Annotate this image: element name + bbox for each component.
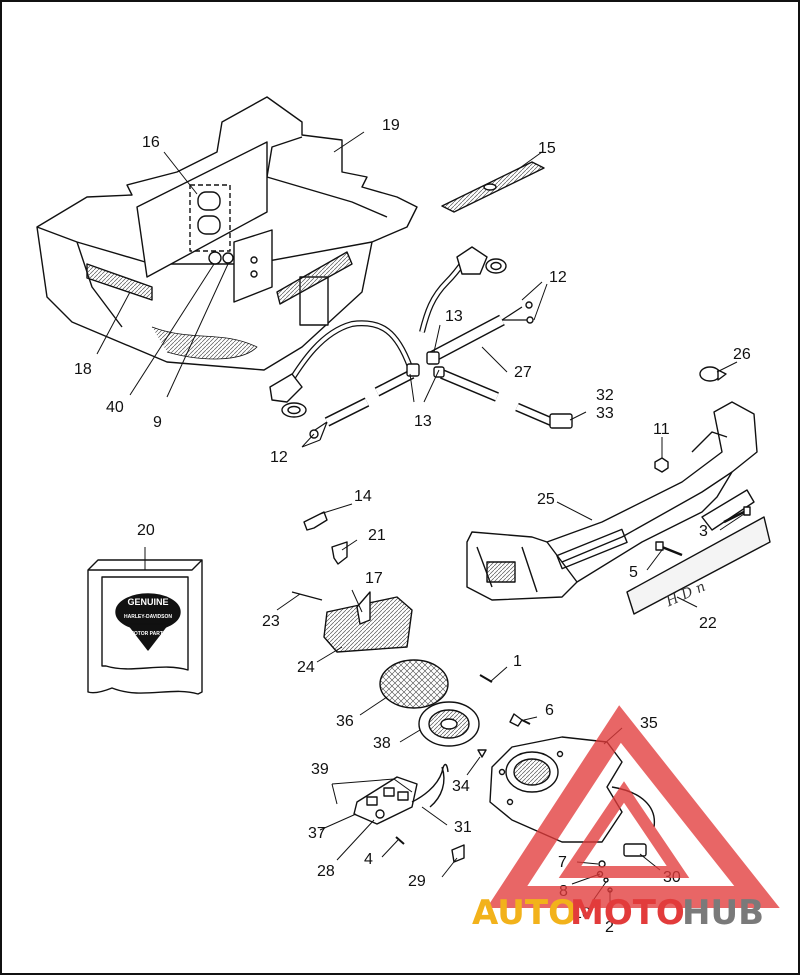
- clip-29-drawing: [451, 844, 465, 863]
- wiring-harness-drawing: [284, 255, 554, 441]
- callout-13b: 13: [414, 413, 432, 430]
- callout-2: 2: [605, 919, 614, 936]
- watermark-triangle-icon: [486, 705, 780, 908]
- pad-15-drawing: [441, 161, 545, 213]
- callout-10: 10: [573, 905, 591, 922]
- speaker-38-drawing: [418, 701, 480, 747]
- callout-35: 35: [640, 715, 658, 732]
- callout-16: 16: [142, 134, 160, 151]
- callout-18: 18: [74, 361, 92, 378]
- callout-34: 34: [452, 778, 470, 795]
- watermark-inner-triangle-icon: [558, 781, 690, 878]
- callout-28: 28: [317, 863, 335, 880]
- callout-23: 23: [262, 613, 280, 630]
- callout-38: 38: [373, 735, 391, 752]
- callout-37: 37: [308, 825, 326, 842]
- callout-26: 26: [733, 346, 751, 363]
- callout-12a: 12: [270, 449, 288, 466]
- callout-6: 6: [545, 702, 554, 719]
- genuine-arc-text: GENUINE: [127, 597, 168, 607]
- genuine-logo: GENUINE HARLEY-DAVIDSON MOTOR PARTS: [124, 597, 172, 637]
- callout-14: 14: [354, 488, 372, 505]
- callout-21: 21: [368, 527, 386, 544]
- watermark-hub: HUB: [682, 893, 764, 933]
- callout-24: 24: [297, 659, 315, 676]
- callout-27: 27: [514, 364, 532, 381]
- callout-17: 17: [365, 570, 383, 587]
- watermark-auto: AUTO: [472, 893, 577, 933]
- rivet-34-drawing: [477, 749, 487, 758]
- callout-20: 20: [137, 522, 155, 539]
- callout-32: 32: [596, 387, 614, 404]
- nut-11-drawing: [654, 457, 669, 473]
- license-plate-drawing: [626, 516, 771, 615]
- harness-fittings: [269, 246, 573, 439]
- callout-13a: 13: [445, 308, 463, 325]
- watermark-moto: MOTO: [570, 893, 685, 933]
- callout-36: 36: [336, 713, 354, 730]
- callout-9: 9: [153, 414, 162, 431]
- callout-7: 7: [558, 854, 567, 871]
- callout-1: 1: [513, 653, 522, 670]
- callout-4: 4: [364, 851, 373, 868]
- screw-4-drawing: [395, 836, 405, 845]
- clip-14-drawing: [303, 511, 328, 531]
- callout-29: 29: [408, 873, 426, 890]
- callout-19: 19: [382, 117, 400, 134]
- cable-31-drawing: [429, 766, 445, 808]
- speaker-grille-drawing: [379, 659, 449, 709]
- callout-11: 11: [653, 421, 670, 438]
- liner-tray-drawing: [36, 96, 418, 371]
- screw-1-drawing: [479, 674, 493, 683]
- callout-15: 15: [538, 140, 556, 157]
- amp-board-drawing: [353, 763, 449, 825]
- callout-12b: 12: [549, 269, 567, 286]
- callout-25: 25: [537, 491, 555, 508]
- bulb-26-drawing: [699, 366, 727, 382]
- genuine-parts-box: [87, 559, 203, 695]
- bolt-6-drawing: [509, 713, 531, 727]
- callout-22: 22: [699, 615, 717, 632]
- screws-3-5-drawing: [655, 506, 751, 557]
- tail-light-bar-drawing: [466, 401, 758, 601]
- callout-3: 3: [699, 523, 708, 540]
- callout-40: 40: [106, 399, 124, 416]
- bracket-21-drawing: [331, 541, 348, 565]
- lens-24-drawing: [291, 591, 413, 653]
- motor-parts-text: MOTOR PARTS: [130, 631, 167, 637]
- callout-33: 33: [596, 405, 614, 422]
- callout-31: 31: [454, 819, 472, 836]
- callout-labels: 1 2 3 4 5 6 7 8 9 10 11 12 12 13 13 14 1…: [74, 117, 751, 936]
- callout-39: 39: [311, 761, 329, 778]
- hd-logo-text: HARLEY-DAVIDSON: [124, 614, 172, 620]
- connector-30-drawing: [623, 843, 647, 857]
- callout-5: 5: [629, 564, 638, 581]
- watermark: AUTO MOTO HUB: [472, 705, 780, 933]
